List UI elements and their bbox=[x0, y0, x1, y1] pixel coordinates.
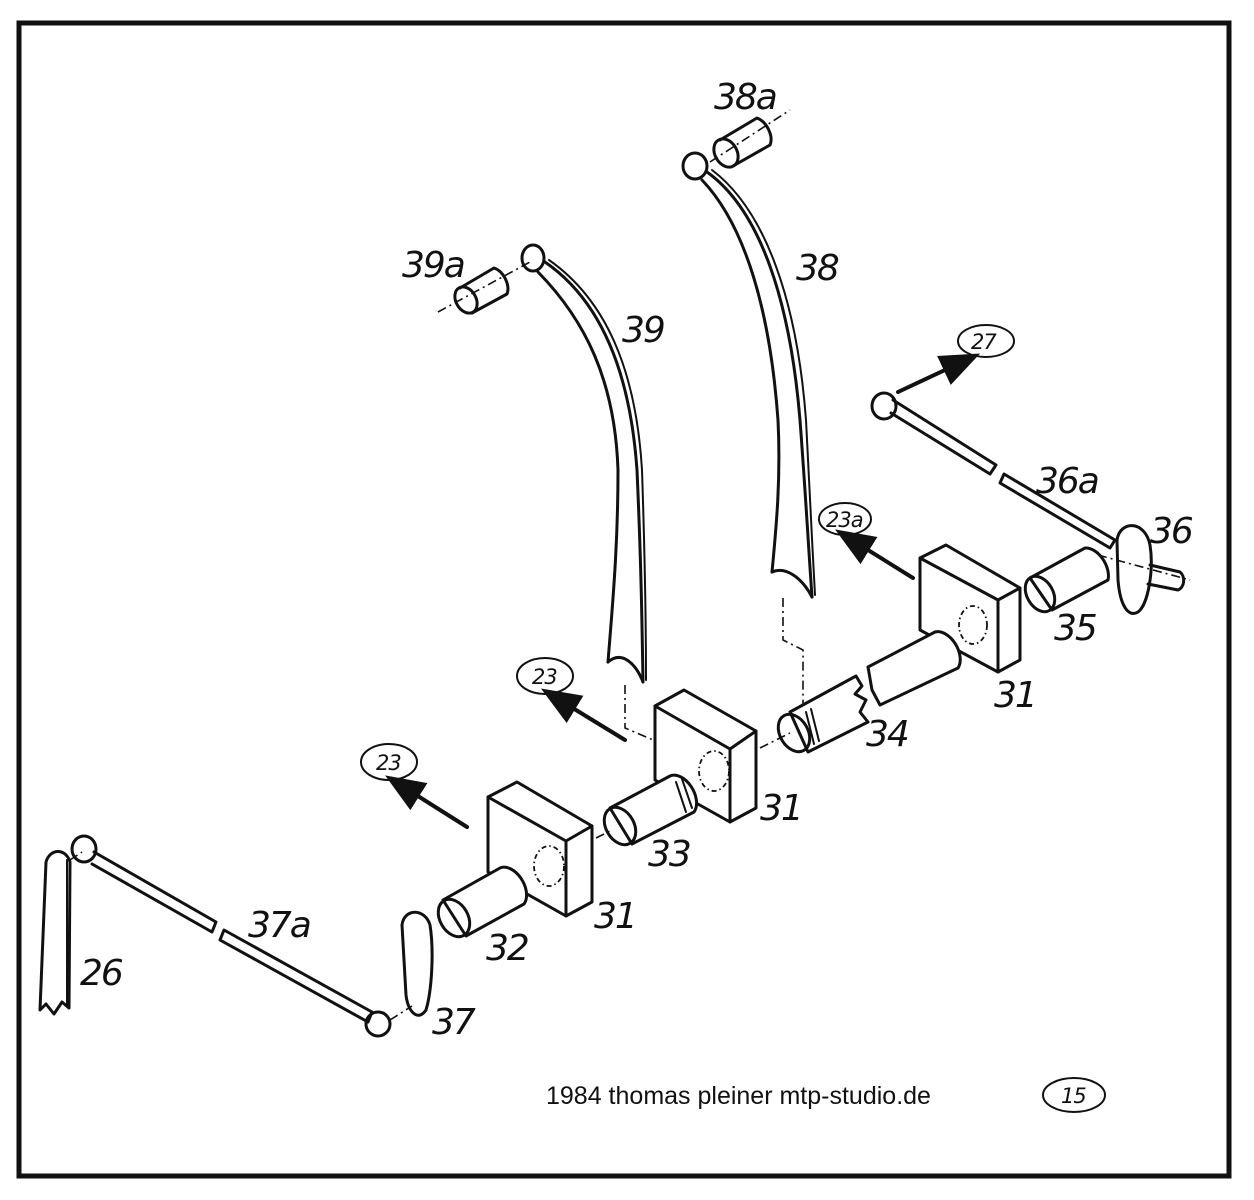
label-31-right: 31 bbox=[994, 675, 1036, 716]
ref-23a: 23a bbox=[826, 508, 863, 532]
part-36a-rod: 36a bbox=[870, 391, 1117, 550]
label-36a: 36a bbox=[1036, 461, 1098, 502]
callout-27: 27 bbox=[896, 324, 1015, 394]
part-33-cylinder: 33 bbox=[602, 773, 699, 875]
label-38: 38 bbox=[796, 248, 839, 289]
label-35: 35 bbox=[1054, 608, 1096, 649]
ref-23-mid: 23 bbox=[532, 665, 557, 689]
part-37-handle: 37 bbox=[400, 910, 478, 1043]
callout-23a: 23a bbox=[818, 502, 915, 580]
label-39a: 39a bbox=[402, 245, 464, 286]
label-32: 32 bbox=[486, 928, 528, 969]
label-33: 33 bbox=[648, 834, 690, 875]
drawing-frame bbox=[16, 20, 1232, 1179]
label-31-middle: 31 bbox=[760, 788, 802, 829]
label-37a: 37a bbox=[248, 905, 310, 946]
part-39a-sleeve: 39a bbox=[402, 245, 531, 315]
label-38a: 38a bbox=[714, 77, 776, 118]
part-38a-sleeve: 38a bbox=[709, 77, 791, 169]
part-32-cylinder: 32 bbox=[436, 865, 530, 969]
footer: 1984 thomas pleiner mtp-studio.de 15 bbox=[546, 1077, 1106, 1113]
page-number-oval bbox=[1042, 1077, 1106, 1113]
part-37a-rod: 37a bbox=[70, 834, 392, 1038]
ref-27: 27 bbox=[971, 330, 997, 354]
callout-23-mid: 23 bbox=[516, 657, 627, 742]
ref-23-left: 23 bbox=[376, 751, 401, 775]
credit-text: 1984 thomas pleiner mtp-studio.de bbox=[546, 1082, 931, 1110]
label-26: 26 bbox=[80, 953, 123, 994]
callout-23-left: 23 bbox=[360, 743, 469, 829]
part-34-shaft: 34 bbox=[776, 630, 962, 755]
part-35-cylinder: 35 bbox=[1023, 546, 1110, 649]
part-26: 26 bbox=[38, 850, 125, 1016]
label-34: 34 bbox=[866, 714, 908, 755]
part-38-arm: 38 bbox=[681, 151, 841, 599]
label-39: 39 bbox=[622, 310, 664, 351]
part-36-handle: 36 bbox=[1097, 511, 1195, 615]
label-37: 37 bbox=[432, 1002, 476, 1043]
label-36: 36 bbox=[1150, 511, 1193, 552]
label-31-left: 31 bbox=[594, 896, 636, 937]
part-39-arm: 39 bbox=[520, 243, 666, 684]
page-number: 15 bbox=[1061, 1084, 1086, 1108]
